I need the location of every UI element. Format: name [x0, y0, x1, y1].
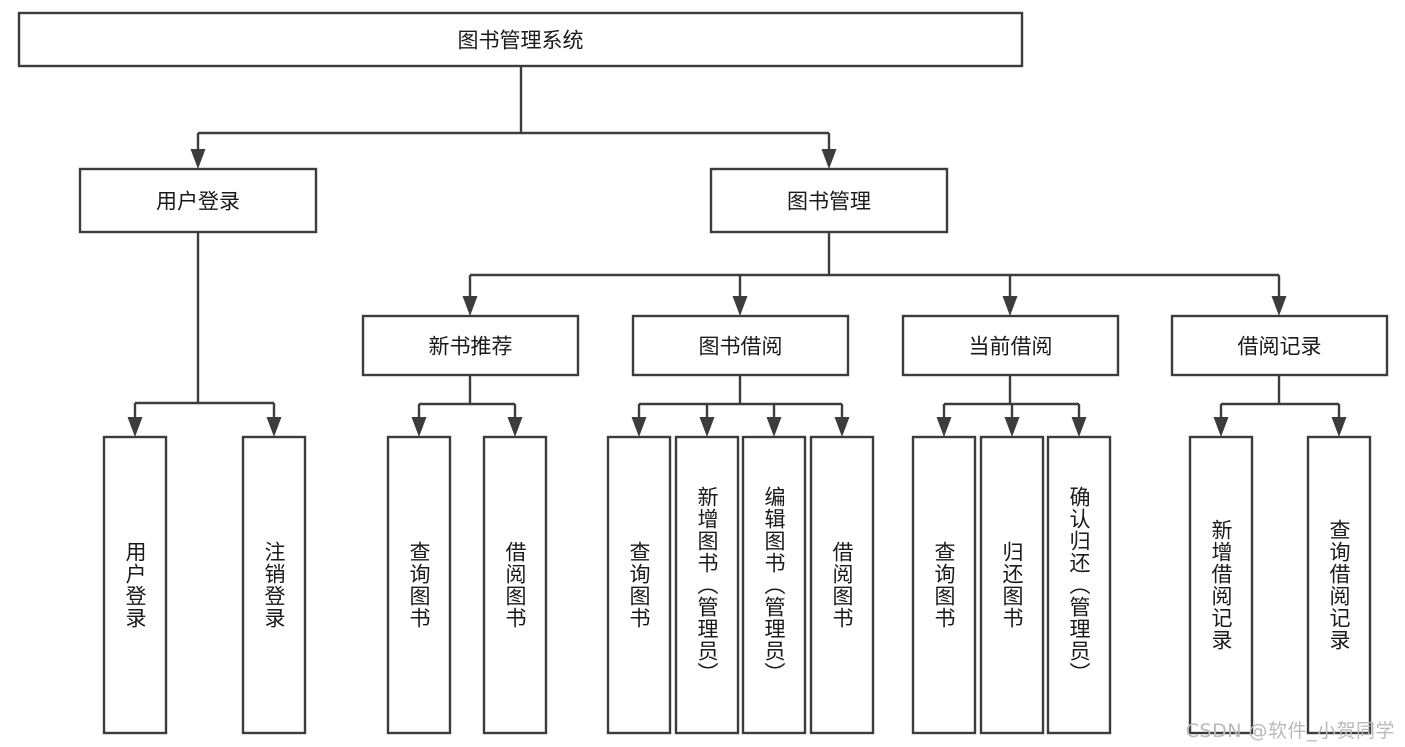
arrow-head-borrow_to_leaves-3	[834, 417, 850, 437]
arrow-head-records_to_leaves-1	[1331, 417, 1347, 437]
node-box-leaf-9[interactable]	[979, 435, 1045, 735]
node-box-level3-0[interactable]	[361, 314, 580, 377]
arrow-head-records_to_leaves-0	[1213, 417, 1229, 437]
node-box-leaf-0[interactable]	[102, 435, 168, 735]
node-label-level3-3: 借阅记录	[1238, 335, 1322, 359]
node-box-layer	[17, 11, 1389, 735]
arrow-head-newbooks_to_leaves-0	[411, 417, 427, 437]
arrow-head-borrow_to_leaves-0	[631, 417, 647, 437]
node-label-level2-0: 用户登录	[156, 190, 240, 214]
arrow-head-users_to_leaves-1	[266, 417, 282, 437]
node-box-leaf-10[interactable]	[1046, 435, 1112, 735]
node-box-level3-1[interactable]	[631, 314, 850, 377]
arrow-head-books_to_level3-1	[732, 296, 748, 316]
node-box-level3-3[interactable]	[1170, 314, 1389, 377]
connector-layer	[127, 66, 1347, 437]
arrow-head-current_to_leaves-0	[936, 417, 952, 437]
node-box-leaf-7[interactable]	[809, 435, 875, 735]
node-box-level2-1[interactable]	[709, 167, 949, 234]
arrow-head-root_to_level2-1	[821, 149, 837, 169]
node-label-root-0: 图书管理系统	[458, 29, 584, 53]
node-box-root-0[interactable]	[17, 11, 1024, 68]
arrow-head-books_to_level3-2	[1002, 296, 1018, 316]
node-label-level3-0: 新书推荐	[429, 335, 513, 359]
node-box-leaf-12[interactable]	[1306, 435, 1372, 735]
node-box-leaf-2[interactable]	[386, 435, 452, 735]
arrow-head-current_to_leaves-1	[1004, 417, 1020, 437]
node-box-level2-0[interactable]	[78, 167, 318, 234]
node-label-level2-1: 图书管理	[787, 190, 871, 214]
node-label-level3-2: 当前借阅	[969, 335, 1053, 359]
arrow-head-books_to_level3-3	[1271, 296, 1287, 316]
node-box-leaf-8[interactable]	[911, 435, 977, 735]
arrow-head-root_to_level2-0	[190, 149, 206, 169]
node-label-level3-1: 图书借阅	[699, 335, 783, 359]
node-box-leaf-1[interactable]	[241, 435, 307, 735]
watermark-text: CSDN @软件_小贺同学	[1185, 720, 1395, 742]
arrow-head-users_to_leaves-0	[127, 417, 143, 437]
node-box-leaf-4[interactable]	[606, 435, 672, 735]
arrow-head-borrow_to_leaves-2	[766, 417, 782, 437]
arrow-head-current_to_leaves-2	[1071, 417, 1087, 437]
node-box-leaf-5[interactable]	[674, 435, 740, 735]
node-box-leaf-11[interactable]	[1188, 435, 1254, 735]
node-box-level3-2[interactable]	[901, 314, 1120, 377]
arrow-head-borrow_to_leaves-1	[699, 417, 715, 437]
arrow-head-newbooks_to_leaves-1	[507, 417, 523, 437]
node-box-leaf-3[interactable]	[482, 435, 548, 735]
node-box-leaf-6[interactable]	[741, 435, 807, 735]
arrow-head-books_to_level3-0	[462, 296, 478, 316]
